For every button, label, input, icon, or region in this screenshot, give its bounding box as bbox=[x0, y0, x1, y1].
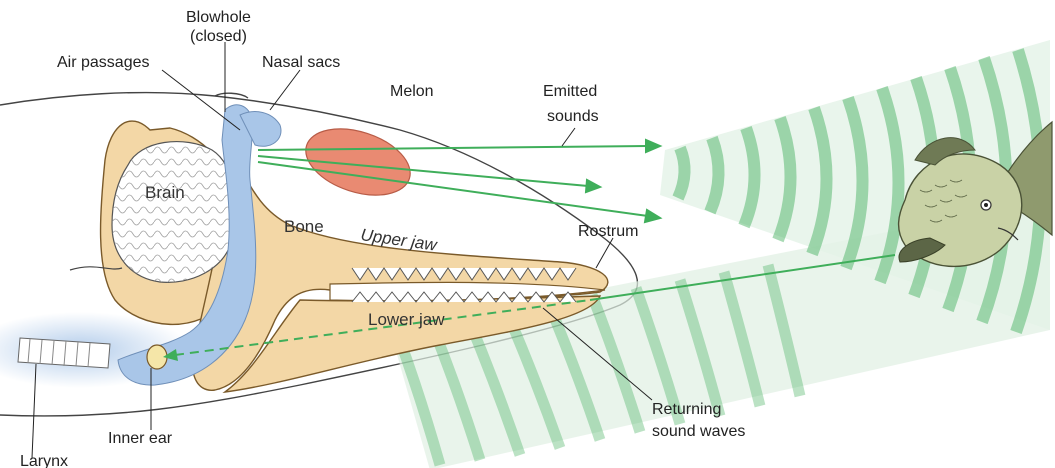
label-nasal-sacs: Nasal sacs bbox=[262, 54, 340, 71]
label-larynx: Larynx bbox=[20, 453, 68, 468]
label-returning-sound-waves: sound waves bbox=[652, 423, 745, 440]
label-inner-ear: Inner ear bbox=[108, 430, 173, 447]
label-bone: Bone bbox=[284, 217, 324, 236]
label-emitted: Emitted bbox=[543, 83, 597, 100]
label-blowhole-closed: (closed) bbox=[190, 28, 247, 45]
label-returning: Returning bbox=[652, 401, 721, 418]
label-emitted-sounds: sounds bbox=[547, 108, 599, 125]
label-air-passages: Air passages bbox=[57, 54, 150, 71]
label-brain: Brain bbox=[145, 183, 185, 202]
brain bbox=[70, 142, 236, 283]
label-melon: Melon bbox=[390, 83, 434, 100]
label-lower-jaw: Lower jaw bbox=[368, 310, 445, 329]
label-rostrum: Rostrum bbox=[578, 223, 638, 240]
label-blowhole: Blowhole bbox=[186, 9, 251, 26]
